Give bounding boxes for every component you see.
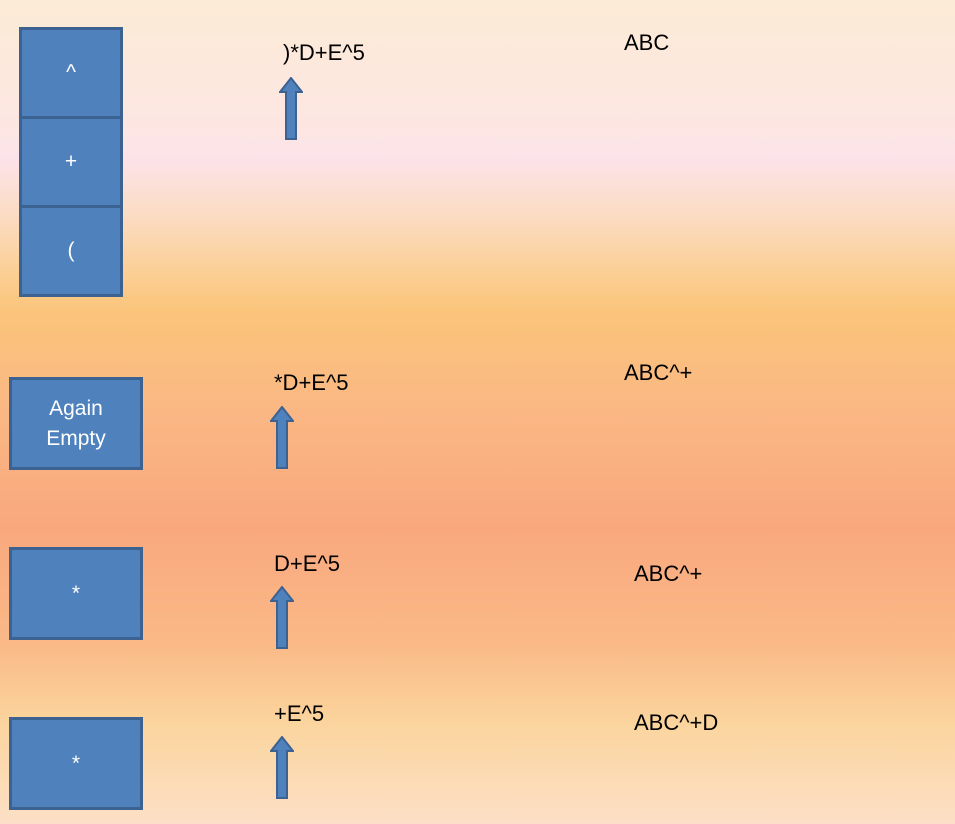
postfix-output-step-1: ABC: [624, 30, 670, 55]
operator-stack-step-3: *: [9, 547, 143, 640]
postfix-output-step-3: ABC^+: [634, 561, 703, 586]
postfix-output-step-4: ABC^+D: [634, 710, 719, 735]
remaining-input-step-1: )*D+E^5: [283, 40, 365, 65]
operator-stack-step-1: ^ + (: [19, 27, 123, 297]
stack-symbol: *: [71, 751, 81, 775]
stack-cell: (: [19, 205, 123, 297]
postfix-output-step-2: ABC^+: [624, 360, 693, 385]
operator-stack-step-2: Again Empty: [9, 377, 143, 470]
remaining-input-step-4: +E^5: [274, 701, 325, 726]
operator-stack-step-4: *: [9, 717, 143, 810]
remaining-input-step-2: *D+E^5: [274, 370, 349, 395]
stack-symbol: +: [64, 150, 78, 173]
stack-empty-label-line: Empty: [46, 426, 106, 450]
up-arrow-icon: [270, 406, 294, 469]
up-arrow-icon: [279, 77, 303, 140]
stack-empty-label-line: Again: [49, 397, 103, 421]
stack-symbol: ^: [66, 61, 76, 84]
stack-symbol: (: [67, 239, 75, 262]
stack-cell: +: [19, 116, 123, 208]
up-arrow-icon: [270, 586, 294, 649]
up-arrow-icon: [270, 736, 294, 799]
remaining-input-step-3: D+E^5: [274, 551, 340, 576]
stack-symbol: *: [71, 581, 81, 605]
stack-cell: ^: [19, 27, 123, 119]
